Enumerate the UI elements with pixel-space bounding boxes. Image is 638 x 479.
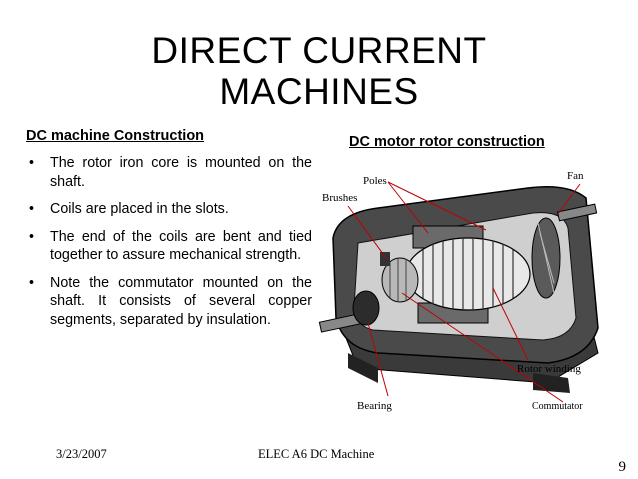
rotor-winding [405,237,531,311]
bullet-item: • The rotor iron core is mounted on the s… [26,154,312,191]
bullet-item: • The end of the coils are bent and tied … [26,228,312,265]
construction-heading: DC machine Construction [26,128,205,144]
bullet-list: • The rotor iron core is mounted on the s… [26,154,312,338]
callout-lines [347,181,581,403]
fan [531,217,561,299]
rotor-construction-heading: DC motor rotor construction [349,134,545,150]
rotor-slots [422,238,514,310]
bullet-text: Coils are placed in the slots. [50,201,229,217]
bullet-text: The rotor iron core is mounted on the sh… [50,155,312,190]
bullet-marker: • [29,228,35,245]
shaft-right [556,203,598,222]
bullet-marker: • [29,201,35,217]
footer-course: ELEC A6 DC Machine [258,447,375,461]
label-commutator: Commutator [532,401,583,412]
label-fan: Fan [567,170,584,182]
bullet-text: Note the commutator mounted on the shaft… [50,274,312,328]
label-bearing: Bearing [357,400,392,412]
bearing [352,290,380,326]
motor-foot-right [533,373,570,393]
page-number: 9 [618,459,627,475]
label-rotor-winding: Rotor winding [517,363,581,375]
slide-title: DIRECT CURRENT MACHINES [0,30,638,112]
commutator [381,257,419,303]
label-poles: Poles [363,175,387,187]
title-line-2: MACHINES [219,71,419,112]
bullet-marker: • [29,155,35,171]
bullet-text: The end of the coils are bent and tied t… [50,228,312,264]
label-brushes: Brushes [322,192,358,204]
bullet-marker: • [29,274,35,291]
bullet-item: • Note the commutator mounted on the shaf… [26,274,312,330]
motor-foot-left [348,353,378,383]
dc-motor-illustration [318,181,599,403]
brush [380,252,390,266]
bullet-item: • Coils are placed in the slots. [26,200,312,219]
title-line-1: DIRECT CURRENT [151,30,487,71]
footer-date: 3/23/2007 [56,447,107,461]
